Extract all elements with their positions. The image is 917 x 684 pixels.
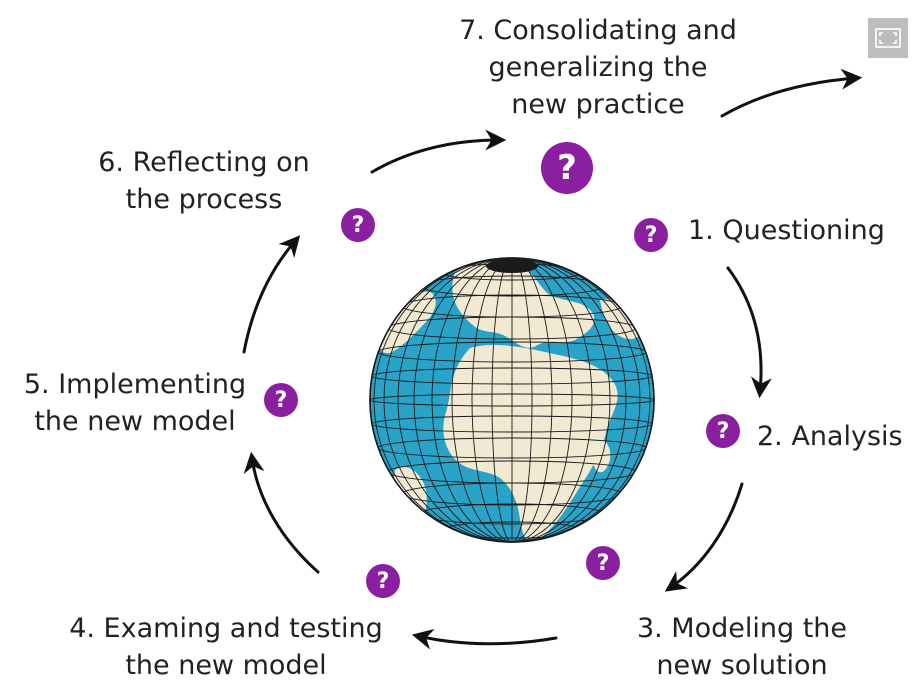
question-mark-glyph: ?	[644, 222, 658, 248]
step-6-label: 6. Reflecting on the process	[84, 144, 324, 218]
step-7-line-3: new practice	[511, 89, 685, 120]
step-3-line-2: new solution	[656, 650, 828, 681]
question-mark-glyph: ?	[376, 568, 390, 594]
step-2-line-1: 2. Analysis	[757, 421, 903, 452]
question-mark-icon[interactable]: ?	[586, 546, 620, 580]
step-7-line-1: 7. Consolidating and	[459, 15, 737, 46]
step-2-label: 2. Analysis	[757, 418, 903, 455]
question-mark-glyph: ?	[557, 148, 577, 188]
step-7-label: 7. Consolidating and generalizing the ne…	[448, 12, 748, 123]
step-6-line-1: 6. Reflecting on	[98, 147, 310, 178]
arrow-4-to-5	[243, 451, 320, 574]
question-mark-icon[interactable]: ?	[541, 142, 593, 194]
step-6-line-2: the process	[125, 184, 283, 215]
arrow-3-to-4	[411, 629, 558, 650]
cycle-arrows	[242, 68, 863, 650]
step-4-line-1: 4. Examing and testing	[69, 613, 383, 644]
arrow-2-to-3	[664, 482, 744, 592]
step-3-label: 3. Modeling the new solution	[622, 610, 862, 684]
step-3-line-1: 3. Modeling the	[636, 613, 848, 644]
question-mark-glyph: ?	[274, 387, 288, 413]
step-7-line-2: generalizing the	[488, 52, 708, 83]
arrow-7-out	[720, 68, 863, 118]
question-mark-glyph: ?	[716, 418, 730, 444]
step-4-line-2: the new model	[125, 650, 327, 681]
fullscreen-button[interactable]	[868, 18, 908, 58]
question-mark-glyph: ?	[596, 550, 610, 576]
step-1-label: 1. Questioning	[688, 212, 885, 249]
question-mark-icon[interactable]: ?	[366, 564, 400, 598]
question-mark-icon[interactable]: ?	[264, 383, 298, 417]
fullscreen-expand-icon	[875, 28, 901, 48]
arrow-6-to-7	[370, 129, 507, 174]
globe-icon	[369, 257, 655, 543]
step-5-line-2: the new model	[34, 406, 236, 437]
arrow-5-to-6	[242, 235, 301, 354]
question-mark-icon[interactable]: ?	[341, 208, 375, 242]
step-5-line-1: 5. Implementing	[23, 369, 247, 400]
question-mark-icon[interactable]: ?	[706, 414, 740, 448]
step-4-label: 4. Examing and testing the new model	[56, 610, 396, 684]
arrow-1-to-2	[726, 266, 772, 399]
step-5-label: 5. Implementing the new model	[10, 366, 260, 440]
question-mark-glyph: ?	[351, 212, 365, 238]
question-mark-icon[interactable]: ?	[634, 218, 668, 252]
step-1-line-1: 1. Questioning	[688, 215, 885, 246]
